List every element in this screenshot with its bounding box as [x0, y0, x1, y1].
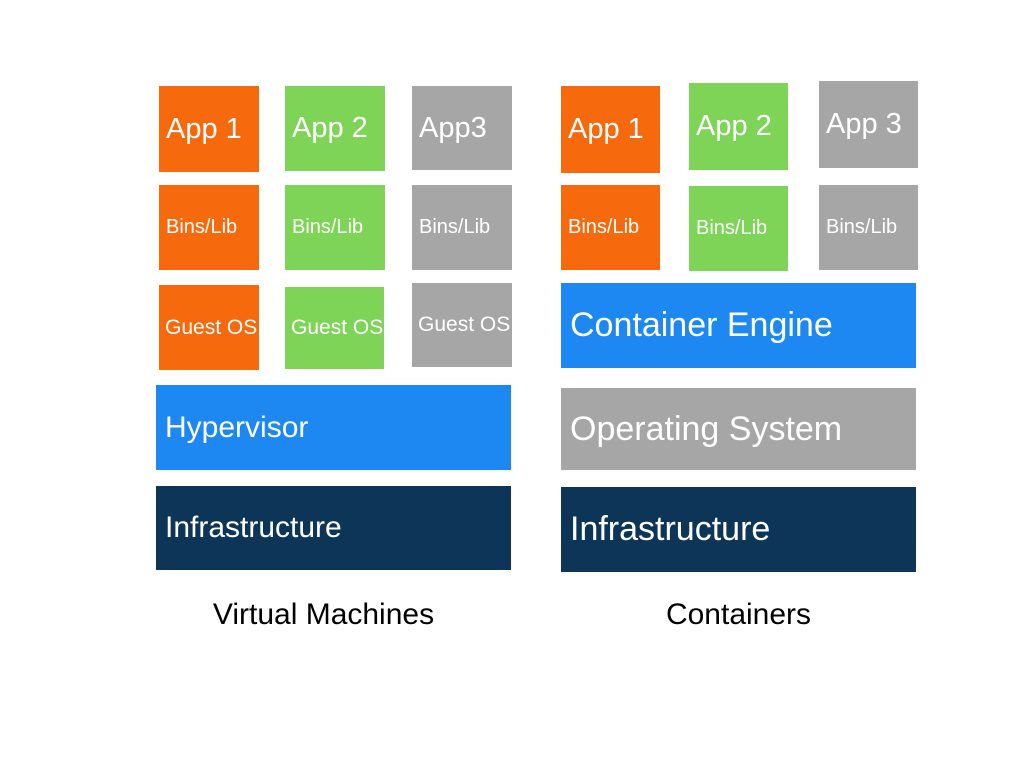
- containers-stack2-app-label: App 2: [696, 110, 772, 142]
- containers-infrastructure-label: Infrastructure: [570, 510, 771, 548]
- containers-stack1-bins-label: Bins/Lib: [568, 216, 640, 238]
- containers-stack3-bins-label: Bins/Lib: [826, 216, 898, 238]
- vm-stack1-bins-label: Bins/Lib: [166, 216, 238, 238]
- containers-stack3-app-box: App 3: [819, 81, 918, 168]
- containers-stack3-bins-box: Bins/Lib: [819, 185, 918, 270]
- containers-infrastructure-box: Infrastructure: [561, 487, 916, 572]
- containers-stack1-app-box: App 1: [561, 86, 660, 173]
- vm-stack2-guestos-box: Guest OS: [285, 287, 384, 369]
- containers-engine-label: Container Engine: [570, 306, 833, 344]
- vm-hypervisor-label: Hypervisor: [165, 410, 309, 444]
- vm-stack2-app-box: App 2: [285, 86, 385, 171]
- vm-stack1-app-box: App 1: [159, 86, 259, 172]
- vm-stack3-guestos-box: Guest OS: [412, 283, 512, 367]
- containers-stack1-bins-box: Bins/Lib: [561, 185, 660, 270]
- vm-stack2-bins-label: Bins/Lib: [292, 216, 364, 238]
- containers-os-box: Operating System: [561, 388, 916, 470]
- vm-stack2-app-label: App 2: [292, 112, 368, 144]
- vm-stack3-app-box: App3: [412, 86, 512, 170]
- vm-stack1-bins-box: Bins/Lib: [159, 185, 259, 270]
- vm-stack1-guestos-box: Guest OS: [159, 285, 259, 370]
- containers-stack1-app-label: App 1: [568, 113, 644, 145]
- containers-stack2-bins-box: Bins/Lib: [689, 186, 788, 271]
- vm-stack3-app-label: App3: [419, 111, 487, 144]
- vm-stack1-guestos-label: Guest OS: [165, 315, 258, 339]
- vm-hypervisor-box: Hypervisor: [156, 385, 511, 470]
- containers-os-label: Operating System: [570, 409, 843, 448]
- containers-stack2-app-box: App 2: [689, 83, 788, 170]
- containers-engine-box: Container Engine: [561, 283, 916, 368]
- vm-infrastructure-box: Infrastructure: [156, 486, 511, 570]
- containers-caption: Containers: [665, 598, 812, 631]
- containers-stack2-bins-label: Bins/Lib: [696, 217, 768, 239]
- containers-stack3-app-label: App 3: [826, 108, 902, 140]
- vm-stack3-bins-label: Bins/Lib: [419, 216, 491, 238]
- vm-stack2-bins-box: Bins/Lib: [285, 185, 385, 270]
- vm-caption: Virtual Machines: [212, 598, 435, 631]
- vm-stack3-bins-box: Bins/Lib: [412, 185, 512, 270]
- vm-stack1-app-label: App 1: [166, 112, 242, 145]
- vm-infrastructure-label: Infrastructure: [165, 511, 342, 544]
- vm-stack3-guestos-label: Guest OS: [418, 313, 511, 336]
- vm-stack2-guestos-label: Guest OS: [291, 316, 384, 339]
